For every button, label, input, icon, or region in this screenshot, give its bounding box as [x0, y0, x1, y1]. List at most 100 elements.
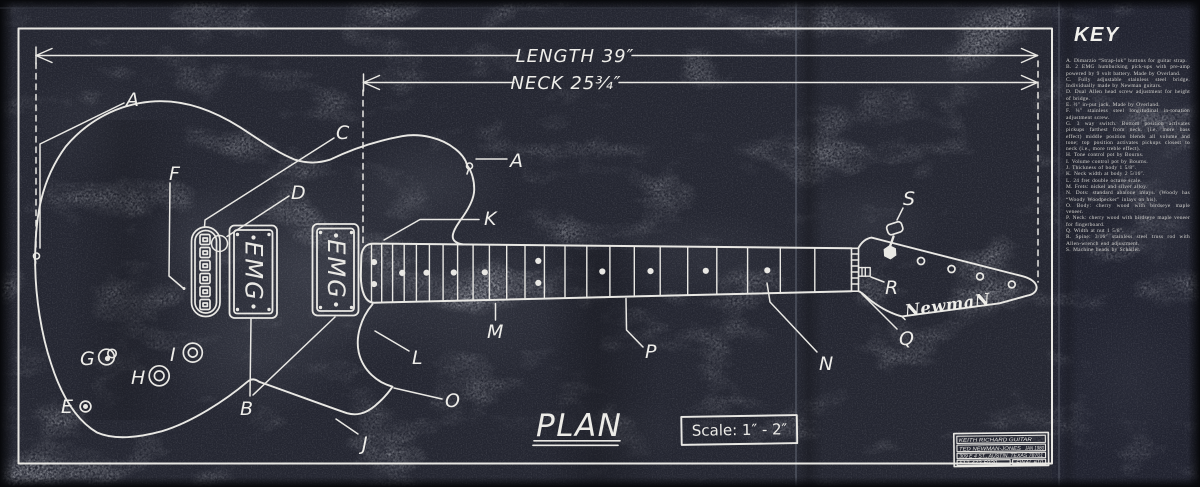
tuner-post-hex	[883, 245, 897, 260]
leader-k	[383, 218, 480, 241]
callout-b: B	[240, 398, 253, 420]
key-item-q: Q. Width at nut 1 5/8″.	[1066, 228, 1124, 235]
key-item-f: F. ¼″ stainless steel longitudinal in-to…	[1066, 108, 1190, 121]
callout-p: P	[645, 341, 657, 363]
length-dimension-label: LENGTH 39″	[516, 46, 635, 67]
leader-l	[374, 330, 410, 352]
pickup-bridge-logo: EMG	[240, 241, 268, 301]
callout-r: R	[885, 277, 898, 299]
leader-o	[393, 387, 443, 400]
leader-d-loop	[210, 234, 229, 253]
callout-l: L	[412, 347, 423, 369]
leader-b1	[249, 318, 252, 397]
frets	[370, 242, 816, 304]
machine-head	[883, 220, 904, 260]
callout-d: D	[291, 182, 306, 204]
key-item-o: O. Body: cherry wood with birdseye maple…	[1066, 202, 1190, 216]
key-panel: KEY A. Dimarzio “Strap-lok” buttons for …	[1066, 24, 1190, 253]
key-item-m: M. Frets: nickel and silver alloy.	[1066, 183, 1148, 190]
strap-button-butt	[32, 252, 41, 266]
key-item-n: N. Dots: standard abalone inlays. (Woody…	[1066, 190, 1190, 203]
volume-pot	[182, 342, 204, 363]
callout-a-horn: A	[508, 150, 523, 172]
callout-j: J	[358, 433, 368, 455]
neck-dimension-label: NECK 25¾″	[510, 73, 621, 94]
leader-d	[226, 195, 290, 238]
nut	[850, 247, 860, 293]
callout-k: K	[484, 208, 498, 230]
key-item-b: B. 2 EMG humbucking pick-ups with pre-am…	[1066, 64, 1190, 77]
callout-q: Q	[899, 328, 914, 350]
pickup-neck-logo: EMG	[322, 239, 350, 299]
selector-switch	[97, 348, 118, 366]
plan-title-text: PLAN	[536, 408, 622, 444]
key-item-c: C. Fully adjustable stainless steel brid…	[1066, 76, 1190, 90]
title-block-revision: FINAL #10	[1016, 459, 1043, 465]
scale-box: Scale: 1″ - 2″	[680, 414, 799, 446]
key-item-e: E. ½″ in-put jack. Made by Overland.	[1066, 102, 1160, 109]
fingerboard	[359, 242, 853, 304]
pickup-neck: EMG	[311, 223, 360, 317]
dimension-length	[35, 46, 1039, 283]
leader-s	[896, 207, 904, 221]
key-item-p: P. Neck: cherry wood with birdseye maple…	[1066, 215, 1190, 228]
leader-c	[203, 137, 335, 228]
key-items: A. Dimarzio “Strap-lok” buttons for guit…	[1066, 58, 1190, 253]
key-title: KEY	[1074, 24, 1120, 46]
key-item-k: K. Neck width at body 2 5/16″.	[1066, 171, 1145, 178]
drawing-border	[17, 27, 1053, 465]
leader-b2	[252, 316, 336, 396]
bridge	[190, 226, 221, 318]
leader-r	[870, 276, 885, 283]
pickup-screws	[318, 230, 354, 310]
callout-m: M	[487, 321, 503, 343]
title-block-designer: TED NEWMAN-JONES	[959, 446, 1022, 453]
key-item-s: S. Machine heads by Schaller.	[1066, 246, 1141, 253]
key-item-d: D. Dual Allen head screw adjustment for …	[1066, 89, 1190, 102]
key-item-i: I. Volume control pot by Bourns.	[1066, 158, 1148, 165]
bridge-saddles	[199, 233, 211, 311]
callout-h: H	[131, 367, 145, 389]
plan-title: PLAN	[532, 408, 622, 447]
leader-f	[168, 182, 184, 289]
title-block-address: 309 E 4 ST., AUSTIN, TEXAS 78701	[959, 453, 1043, 460]
callout-c: C	[336, 122, 350, 144]
key-item-r: R. Spine: 3/16″ stainless steel truss ro…	[1066, 234, 1191, 247]
title-block-phone: 512-472-5920	[959, 460, 997, 466]
key-item-j: J. Thickness of body 1 5/8″.	[1066, 165, 1137, 172]
key-item-h: H. Tone control pot by Bourns.	[1066, 152, 1144, 159]
tone-pot	[148, 364, 171, 387]
callout-o: O	[445, 390, 460, 412]
callout-e: E	[61, 396, 73, 418]
leader-j	[335, 418, 359, 435]
key-item-g: G. 3 way switch. Bottom position activat…	[1066, 120, 1190, 153]
leader-q	[861, 293, 898, 330]
leader-n	[766, 282, 818, 353]
input-jack	[79, 400, 92, 413]
callout-n: N	[819, 353, 833, 375]
callout-leaders	[39, 102, 904, 435]
callout-g: G	[80, 348, 95, 370]
tuner-holes	[916, 256, 1017, 289]
callout-a-butt: A	[124, 89, 139, 111]
scale-box-text: Scale: 1″ - 2″	[692, 420, 788, 440]
pickup-bridge: EMG	[228, 224, 278, 319]
pickup-screws	[235, 232, 271, 312]
leader-p	[625, 297, 644, 348]
truss-rod-end	[858, 266, 871, 277]
title-block-project: KEITH RICHARD GUITAR	[959, 437, 1032, 444]
callout-f: F	[169, 163, 181, 185]
callout-letters: A A B C D E F G H I J K L M N O P Q R S	[61, 89, 915, 455]
callout-s: S	[903, 188, 915, 210]
key-item-a: A. Dimarzio “Strap-lok” buttons for guit…	[1066, 58, 1187, 64]
fold-crease	[795, 0, 1078, 487]
key-item-l: L. 24 fret double octave scale.	[1066, 177, 1142, 184]
title-block-date: JAN 1980	[1024, 446, 1044, 452]
strap-button-horn	[465, 162, 474, 175]
dimension-neck	[362, 73, 1039, 244]
inlay-dots	[370, 257, 771, 288]
leader-a-butt	[39, 102, 125, 249]
